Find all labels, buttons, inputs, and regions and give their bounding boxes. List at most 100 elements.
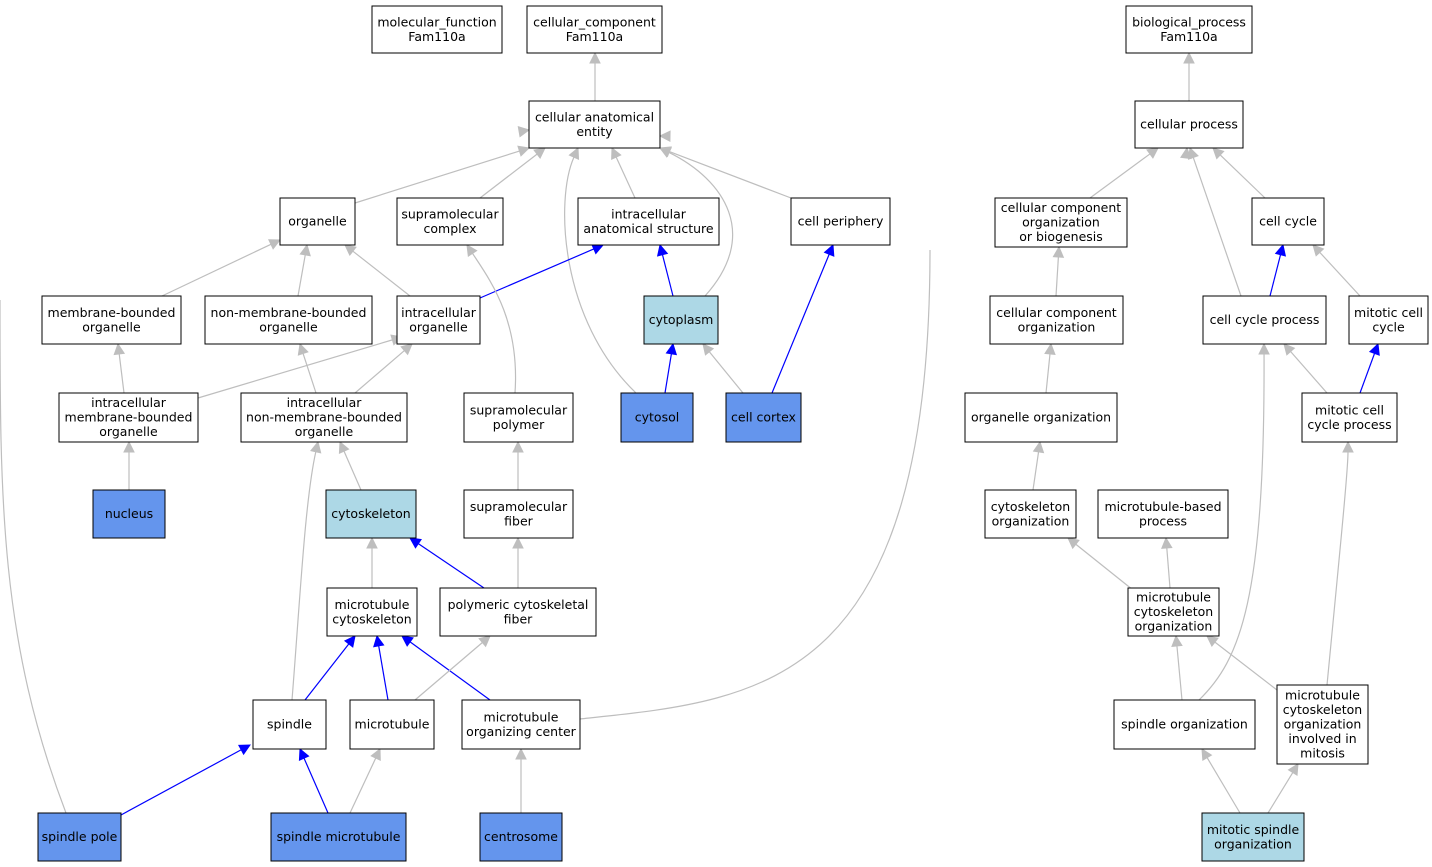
term-box[interactable]: [204, 295, 373, 345]
term-box[interactable]: [989, 295, 1124, 345]
term-box[interactable]: [371, 5, 503, 54]
term-node-spo[interactable]: spindle organization: [1113, 699, 1256, 750]
term-box[interactable]: [463, 392, 574, 443]
term-box[interactable]: [326, 587, 418, 637]
term-box[interactable]: [252, 699, 327, 750]
term-label-line: organelle: [259, 319, 318, 334]
term-box[interactable]: [479, 812, 563, 862]
term-box[interactable]: [240, 392, 408, 443]
term-box[interactable]: [1202, 295, 1327, 345]
term-box[interactable]: [92, 489, 166, 539]
term-box[interactable]: [325, 489, 417, 539]
term-box[interactable]: [1251, 197, 1325, 246]
term-box[interactable]: [396, 197, 504, 246]
term-box[interactable]: [725, 392, 802, 443]
edge-mccp-to-ccp: [1283, 343, 1328, 394]
term-node-centrosome[interactable]: centrosome: [479, 812, 563, 862]
term-node-organelle[interactable]: organelle: [279, 197, 356, 246]
edge-line: [414, 642, 483, 701]
term-node-ccp[interactable]: cell cycle process: [1202, 295, 1327, 345]
term-node-cytosol[interactable]: cytosol: [620, 392, 694, 443]
term-box[interactable]: [526, 5, 663, 54]
term-box[interactable]: [577, 197, 720, 246]
edge-line: [661, 254, 674, 297]
term-node-cellcortex[interactable]: cell cortex: [725, 392, 802, 443]
term-box[interactable]: [58, 392, 199, 443]
term-box[interactable]: [1113, 699, 1256, 750]
term-box[interactable]: [349, 699, 435, 750]
edge-line: [1198, 353, 1265, 701]
term-label-line: cycle process: [1307, 417, 1391, 432]
term-node-spindlepole[interactable]: spindle pole: [37, 812, 122, 862]
arrowhead-icon: [1283, 343, 1296, 356]
term-node-mtcskom[interactable]: microtubulecytoskeletonorganizationinvol…: [1276, 684, 1369, 765]
term-box[interactable]: [790, 197, 891, 246]
term-node-cellperiph[interactable]: cell periphery: [790, 197, 891, 246]
term-box[interactable]: [396, 295, 481, 345]
term-box[interactable]: [1201, 812, 1305, 862]
term-box[interactable]: [41, 295, 182, 345]
term-box[interactable]: [1276, 684, 1369, 765]
term-node-cellcycle[interactable]: cell cycle: [1251, 197, 1325, 246]
arrowhead-icon: [589, 51, 601, 64]
edge-line: [668, 151, 734, 297]
term-box[interactable]: [1097, 489, 1229, 539]
term-box[interactable]: [279, 197, 356, 246]
term-box[interactable]: [463, 489, 574, 539]
edge-suprafiber-to-suprapoly: [512, 440, 524, 490]
term-box[interactable]: [1348, 295, 1429, 345]
term-node-orgorg[interactable]: organelle organization: [964, 392, 1118, 443]
term-box[interactable]: [439, 587, 597, 637]
arrowhead-icon: [658, 130, 671, 142]
term-box[interactable]: [528, 100, 661, 149]
term-box[interactable]: [643, 295, 719, 345]
term-label-line: organelle: [82, 319, 141, 334]
term-node-microtubule[interactable]: microtubule: [349, 699, 435, 750]
term-node-spindle[interactable]: spindle: [252, 699, 327, 750]
term-node-cytoskeleton[interactable]: cytoskeleton: [325, 489, 417, 539]
term-box[interactable]: [1134, 100, 1244, 149]
term-box[interactable]: [461, 699, 581, 750]
term-node-spindlemt[interactable]: spindle microtubule: [270, 812, 407, 862]
term-box[interactable]: [1301, 392, 1398, 443]
term-box[interactable]: [620, 392, 694, 443]
edge-spindlemt-to-spindle: [298, 747, 329, 814]
term-box[interactable]: [964, 392, 1118, 443]
term-node-cytoplasm[interactable]: cytoplasm: [643, 295, 719, 345]
term-node-inmbo[interactable]: intracellularnon-membrane-boundedorganel…: [240, 392, 408, 443]
term-label-line: cytoskeleton: [991, 499, 1070, 514]
term-node-cellproc[interactable]: cellular process: [1134, 100, 1244, 149]
edge-line: [579, 249, 931, 720]
term-node-nucleus[interactable]: nucleus: [92, 489, 166, 539]
arrowhead-icon: [123, 440, 135, 453]
term-box[interactable]: [984, 489, 1077, 539]
term-box[interactable]: [994, 197, 1128, 248]
term-box[interactable]: [1127, 587, 1220, 637]
term-box[interactable]: [1125, 5, 1253, 54]
term-box[interactable]: [37, 812, 122, 862]
term-box[interactable]: [270, 812, 407, 862]
